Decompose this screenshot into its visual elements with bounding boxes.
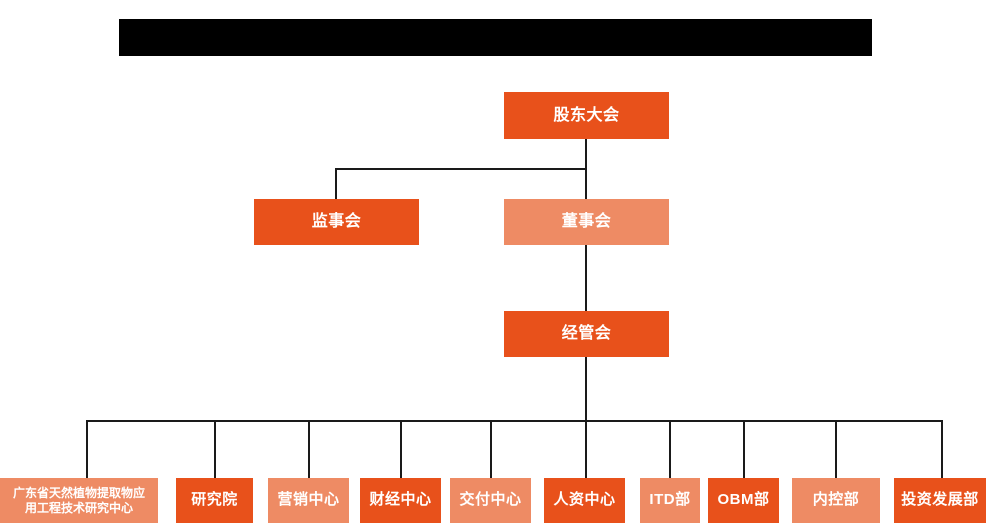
connector-drop-d2 bbox=[214, 420, 216, 478]
connector-board-to-management bbox=[585, 245, 587, 311]
node-dept-marketing-center[interactable]: 营销中心 bbox=[268, 478, 349, 523]
node-dept-internal-control[interactable]: 内控部 bbox=[792, 478, 880, 523]
connector-to-board bbox=[585, 168, 587, 199]
connector-drop-d10 bbox=[941, 420, 943, 478]
connector-drop-d4 bbox=[400, 420, 402, 478]
connector-level2-horizontal bbox=[335, 168, 587, 170]
connector-departments-horizontal bbox=[86, 420, 943, 422]
connector-drop-d8 bbox=[743, 420, 745, 478]
connector-drop-d6 bbox=[585, 420, 587, 478]
node-dept-guangdong-research-center[interactable]: 广东省天然植物提取物应 用工程技术研究中心 bbox=[0, 478, 158, 523]
node-dept-investment-development[interactable]: 投资发展部 bbox=[894, 478, 986, 523]
connector-drop-d7 bbox=[669, 420, 671, 478]
node-label-line-1: 广东省天然植物提取物应 bbox=[12, 485, 145, 500]
node-dept-obm[interactable]: OBM部 bbox=[708, 478, 779, 523]
node-dept-itd[interactable]: ITD部 bbox=[640, 478, 700, 523]
connector-to-supervisors bbox=[335, 168, 337, 199]
connector-drop-d5 bbox=[490, 420, 492, 478]
node-dept-research-institute[interactable]: 研究院 bbox=[176, 478, 253, 523]
connector-drop-d9 bbox=[835, 420, 837, 478]
connector-drop-d1 bbox=[86, 420, 88, 478]
node-shareholders-meeting[interactable]: 股东大会 bbox=[504, 92, 669, 139]
node-dept-human-resources-center[interactable]: 人资中心 bbox=[544, 478, 625, 523]
node-management-committee[interactable]: 经管会 bbox=[504, 311, 669, 357]
node-label-line-2: 用工程技术研究中心 bbox=[24, 500, 133, 515]
redacted-title-banner bbox=[119, 19, 872, 56]
node-board-of-directors[interactable]: 董事会 bbox=[504, 199, 669, 245]
connector-management-down bbox=[585, 357, 587, 421]
node-dept-finance-center[interactable]: 财经中心 bbox=[360, 478, 441, 523]
connector-shareholders-down bbox=[585, 139, 587, 170]
node-dept-delivery-center[interactable]: 交付中心 bbox=[450, 478, 531, 523]
node-board-of-supervisors[interactable]: 监事会 bbox=[254, 199, 419, 245]
connector-drop-d3 bbox=[308, 420, 310, 478]
